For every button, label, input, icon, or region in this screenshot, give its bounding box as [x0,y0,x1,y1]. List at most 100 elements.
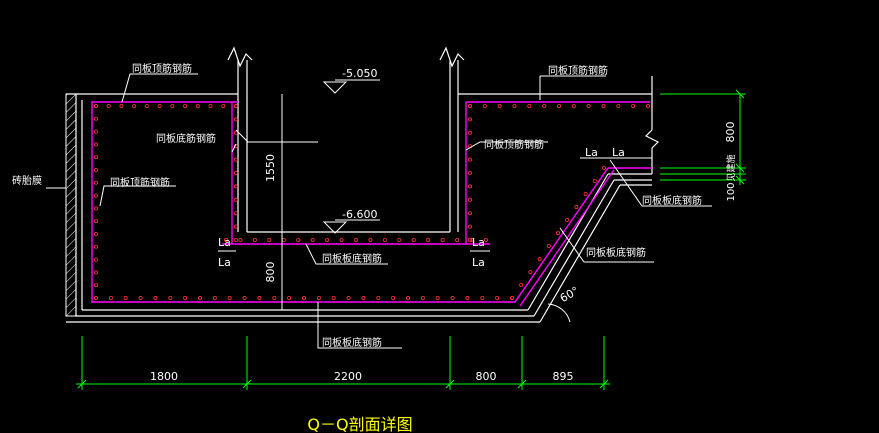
rebar-dot [310,237,315,242]
rebar-dot [144,104,149,109]
dim-1800: 1800 [150,370,178,383]
rebar-dot [480,295,485,300]
rebar-dot [571,104,576,109]
rebar-dot [601,104,606,109]
rebar-dot [94,231,99,236]
label-left-wall-rebar: 同板顶筋钢筋 [110,176,170,189]
rebar-lines [91,101,652,307]
rebar-dot [257,295,262,300]
bottom-dim-labels: 1800 2200 800 895 [150,370,574,383]
drawing-title: Q－Q剖面详图 [307,415,412,433]
right-dimension [660,89,746,185]
rebar-dot [482,104,487,109]
rebar-dot [469,237,474,242]
rebar-dot [546,243,551,248]
la-right-bottom: La [472,256,485,269]
rebar-dot [94,167,99,172]
rebar-dot [331,295,336,300]
rebar-dot [233,157,238,162]
elevation-pit-text: -6.600 [342,208,377,221]
rebar-dot [94,116,99,121]
rebar-dot [233,211,238,216]
rebar-dot [411,237,416,242]
rebar-dot [197,295,202,300]
elevation-top: -5.050 [322,67,380,94]
rebar-dot [233,170,238,175]
rebar-dot [94,180,99,185]
rebar-dot [233,184,238,189]
rebar-dot [353,237,358,242]
rebar-dot [316,295,321,300]
rebar-dot [465,295,470,300]
rebar-dot [495,295,500,300]
rebar-dot [233,237,238,242]
rebar-dot [238,237,243,242]
la-left-top: La [218,236,231,249]
rebar-dot [397,237,402,242]
rebar-dot [94,219,99,224]
rebar-dot [296,237,301,242]
rebar-dot [527,104,532,109]
rebar-dot [301,295,306,300]
rebar-dot [631,104,636,109]
rebar-dot [94,283,99,288]
rebar-dot [208,104,213,109]
rebar-dot [420,295,425,300]
rebar-dot [132,104,137,109]
rebar-dot [325,237,330,242]
rebar-labels: 同板顶筋钢筋 同板顶筋钢筋 同板底筋钢筋 同板顶筋钢筋 同板顶筋钢筋 砖胎膜 同… [12,62,702,349]
rebar-dot [227,295,232,300]
label-pit-wall-right: 同板顶筋钢筋 [484,138,544,151]
rebar-dot [368,237,373,242]
rebar-dot [233,224,238,229]
la-labels: La La La La La La [218,146,652,269]
rebar-dot [426,237,431,242]
rebar-dot [450,295,455,300]
rebar-dot [440,237,445,242]
elevation-top-text: -5.050 [342,67,377,80]
label-bottom-rebar: 同板板底钢筋 [322,336,382,349]
rebar-dot [221,104,226,109]
rebar-dot [537,256,542,261]
rebar-dot [556,230,561,235]
rebar-dot [168,295,173,300]
rebar-dot [467,211,472,216]
label-slope-rebar-2: 同板板底钢筋 [586,246,646,259]
rebar-dot [602,165,607,170]
rebar-dot [616,104,621,109]
rebar-dot [467,237,472,242]
outer-outline [66,46,660,323]
label-top-right-rebar: 同板顶筋钢筋 [548,64,608,77]
rebar-dot [94,129,99,134]
rebar-dot [497,104,502,109]
bottom-dimension [76,336,610,390]
rebar-dot [455,237,460,242]
pit-depth-label: 1550 [264,154,277,182]
rebar-dot [94,142,99,147]
rebar-dot [170,104,175,109]
rebar-dot [467,184,472,189]
angle-text: 60° [558,284,581,305]
rebar-dot [94,206,99,211]
rebar-dot [565,217,570,222]
angle-marker: 60° [547,284,581,323]
brick-formwork-hatch [65,93,77,317]
la-slope-1: La [585,146,598,159]
rebar-dot [233,117,238,122]
dim-800: 800 [476,370,497,383]
rebar-dot [233,197,238,202]
rebar-dot [467,224,472,229]
rebar-dot [542,104,547,109]
rebar-dot [94,244,99,249]
rebar-dot [94,295,99,300]
rebar-dot [223,237,228,242]
rebar-dot [339,237,344,242]
rebar-dot [467,157,472,162]
rebar-dot [528,269,533,274]
rebar-dot [592,178,597,183]
rebar-dot [435,295,440,300]
slab-thick-label: 800 [264,262,277,283]
rebar-dot [233,104,238,109]
rebar-dot [467,104,472,109]
rebar-dot [467,170,472,175]
